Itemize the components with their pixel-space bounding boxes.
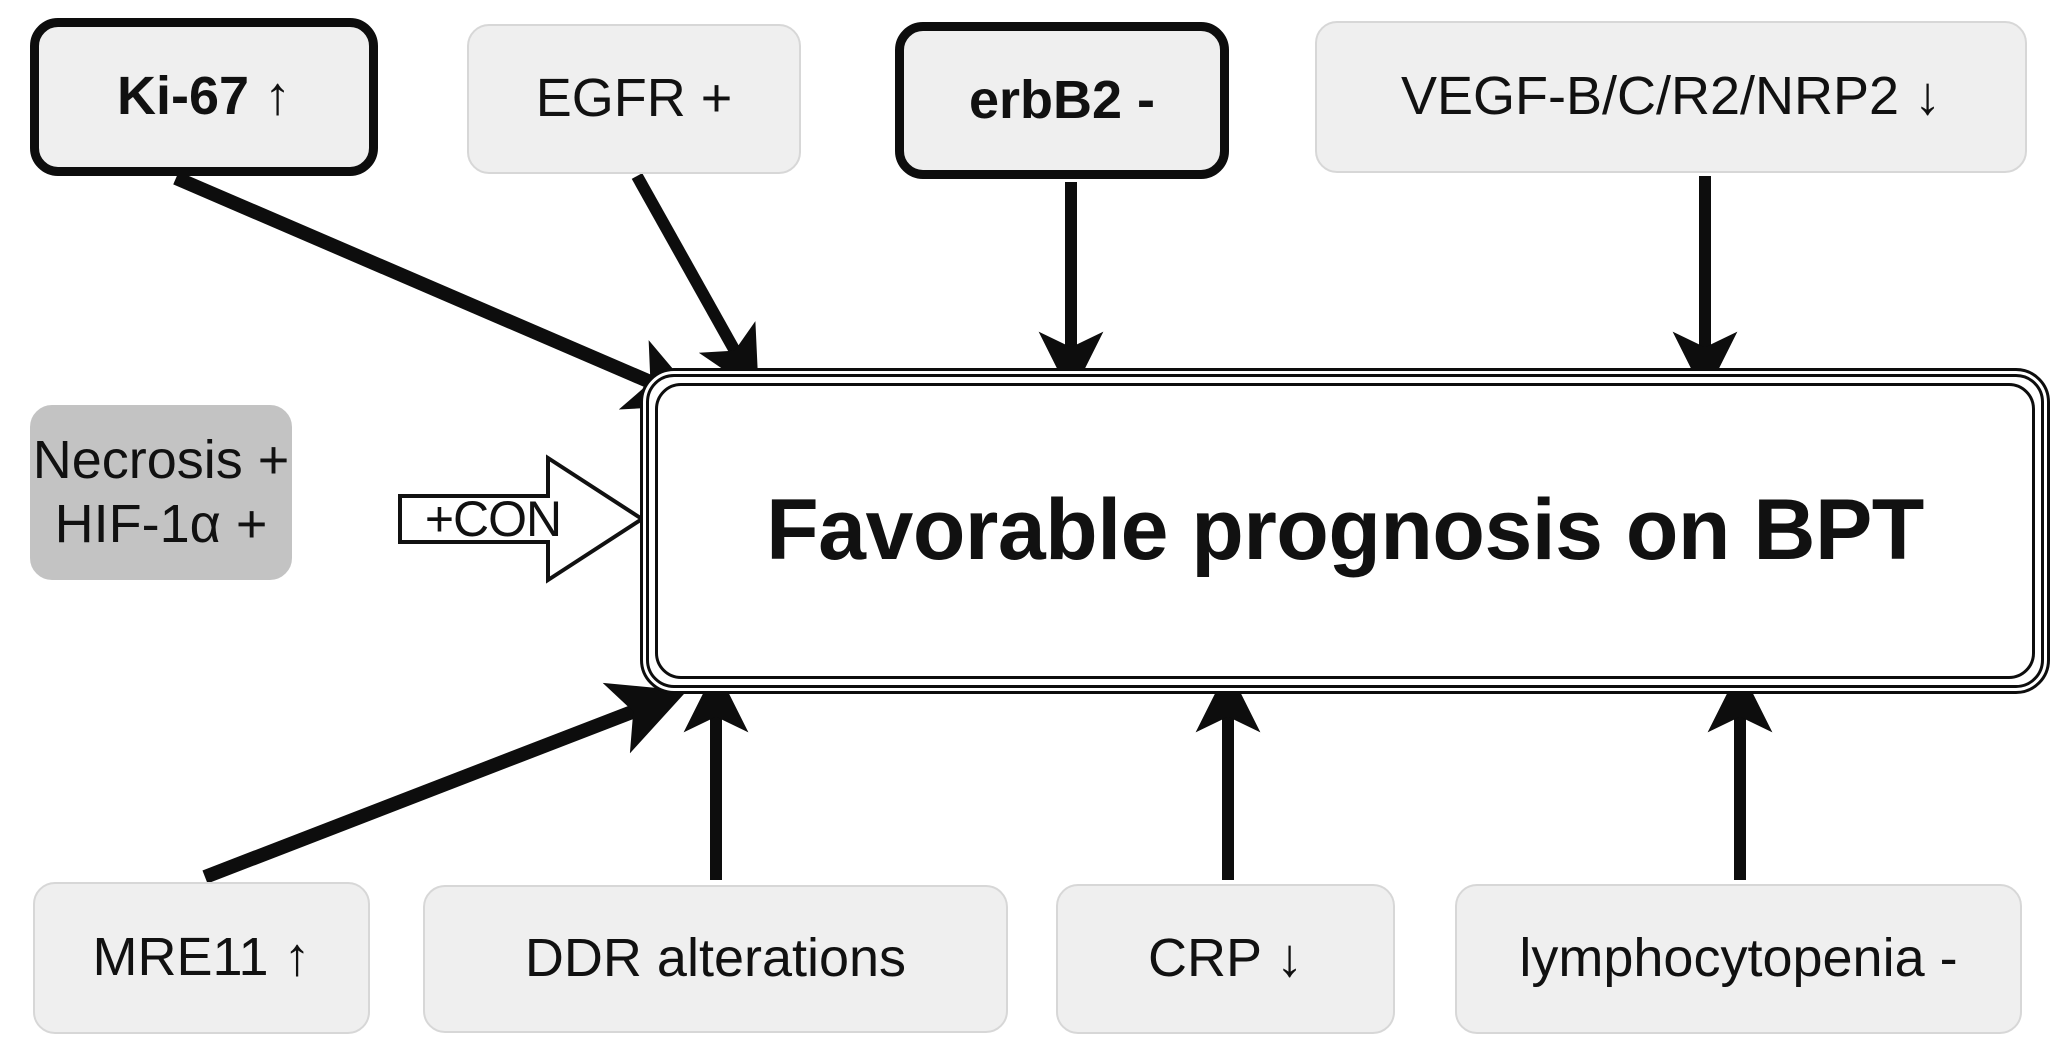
factor-box-erbb2[interactable]: erbB2 - (895, 22, 1229, 179)
factor-box-vegf[interactable]: VEGF-B/C/R2/NRP2 ↓ (1315, 21, 2027, 173)
factor-box-egfr[interactable]: EGFR + (467, 24, 801, 174)
connector-label-con: +CON (424, 491, 562, 547)
factor-label-necrosis-hif1a: Necrosis + HIF-1α + (32, 429, 290, 554)
factor-label-lymphocytopenia: lymphocytopenia - (1519, 928, 1958, 989)
block-arrow-con (398, 454, 644, 584)
factor-box-necrosis-hif1a[interactable]: Necrosis + HIF-1α + (30, 405, 292, 580)
factor-box-mre11[interactable]: MRE11 ↑ (33, 882, 370, 1034)
factor-label-erbb2: erbB2 - (968, 69, 1156, 130)
factor-label-mre11: MRE11 ↑ (92, 927, 311, 988)
factor-box-lymphocytopenia[interactable]: lymphocytopenia - (1455, 884, 2022, 1034)
factor-box-crp[interactable]: CRP ↓ (1056, 884, 1395, 1034)
factor-label-ddr-alterations: DDR alterations (524, 928, 907, 989)
outcome-label: Favorable prognosis on BPT (766, 482, 1924, 579)
outcome-box-favorable-prognosis[interactable]: Favorable prognosis on BPT (640, 368, 2050, 694)
factor-label-crp: CRP ↓ (1147, 928, 1304, 989)
arrow-ki67-to-outcome (173, 171, 704, 410)
factor-label-egfr: EGFR + (535, 68, 733, 129)
factor-label-vegf: VEGF-B/C/R2/NRP2 ↓ (1400, 66, 1942, 127)
factor-box-ki67[interactable]: Ki-67 ↑ (30, 18, 378, 176)
factor-box-ddr-alterations[interactable]: DDR alterations (423, 885, 1008, 1033)
arrow-egfr-to-outcome (631, 173, 759, 394)
arrow-mre11-to-outcome (202, 682, 687, 884)
block-arrow-con-label: +CON (398, 452, 588, 586)
factor-label-ki67: Ki-67 ↑ (116, 66, 292, 127)
